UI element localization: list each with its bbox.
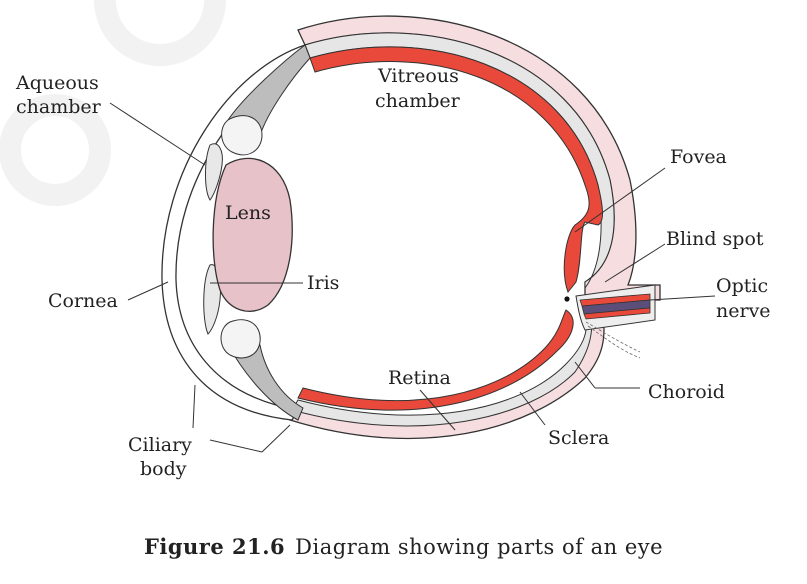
lens	[212, 157, 293, 312]
label-ciliary-1: Ciliary	[128, 434, 192, 456]
label-lens: Lens	[225, 202, 271, 224]
label-choroid: Choroid	[648, 381, 725, 403]
label-vitreous-1: Vitreous	[377, 65, 459, 87]
label-optic-1: Optic	[716, 275, 768, 297]
label-fovea: Fovea	[670, 146, 727, 168]
suspensory-lower	[220, 319, 261, 359]
label-blind-spot: Blind spot	[666, 228, 764, 250]
label-retina: Retina	[388, 367, 451, 389]
figure-caption-text: Diagram showing parts of an eye	[295, 535, 664, 559]
figure-caption: Figure 21.6 Diagram showing parts of an e…	[0, 534, 807, 559]
leader-lines	[109, 102, 716, 453]
label-cornea: Cornea	[48, 290, 118, 312]
label-sclera: Sclera	[548, 427, 609, 449]
retina	[309, 46, 603, 294]
label-ciliary-2: body	[140, 458, 187, 480]
retina-lower	[297, 309, 574, 411]
label-aqueous-1: Aqueous	[15, 72, 99, 94]
figure-number: Figure 21.6	[143, 534, 286, 559]
cornea	[161, 44, 311, 421]
label-iris: Iris	[307, 272, 339, 294]
label-optic-2: nerve	[716, 300, 771, 322]
suspensory-upper	[221, 115, 263, 156]
label-aqueous-2: chamber	[16, 96, 102, 118]
iris-upper	[205, 143, 223, 201]
choroid-lower	[291, 304, 593, 427]
label-vitreous-2: chamber	[375, 90, 461, 112]
ciliary-body-lower	[227, 344, 304, 421]
watermark	[0, 0, 226, 206]
optic-nerve	[564, 284, 656, 359]
